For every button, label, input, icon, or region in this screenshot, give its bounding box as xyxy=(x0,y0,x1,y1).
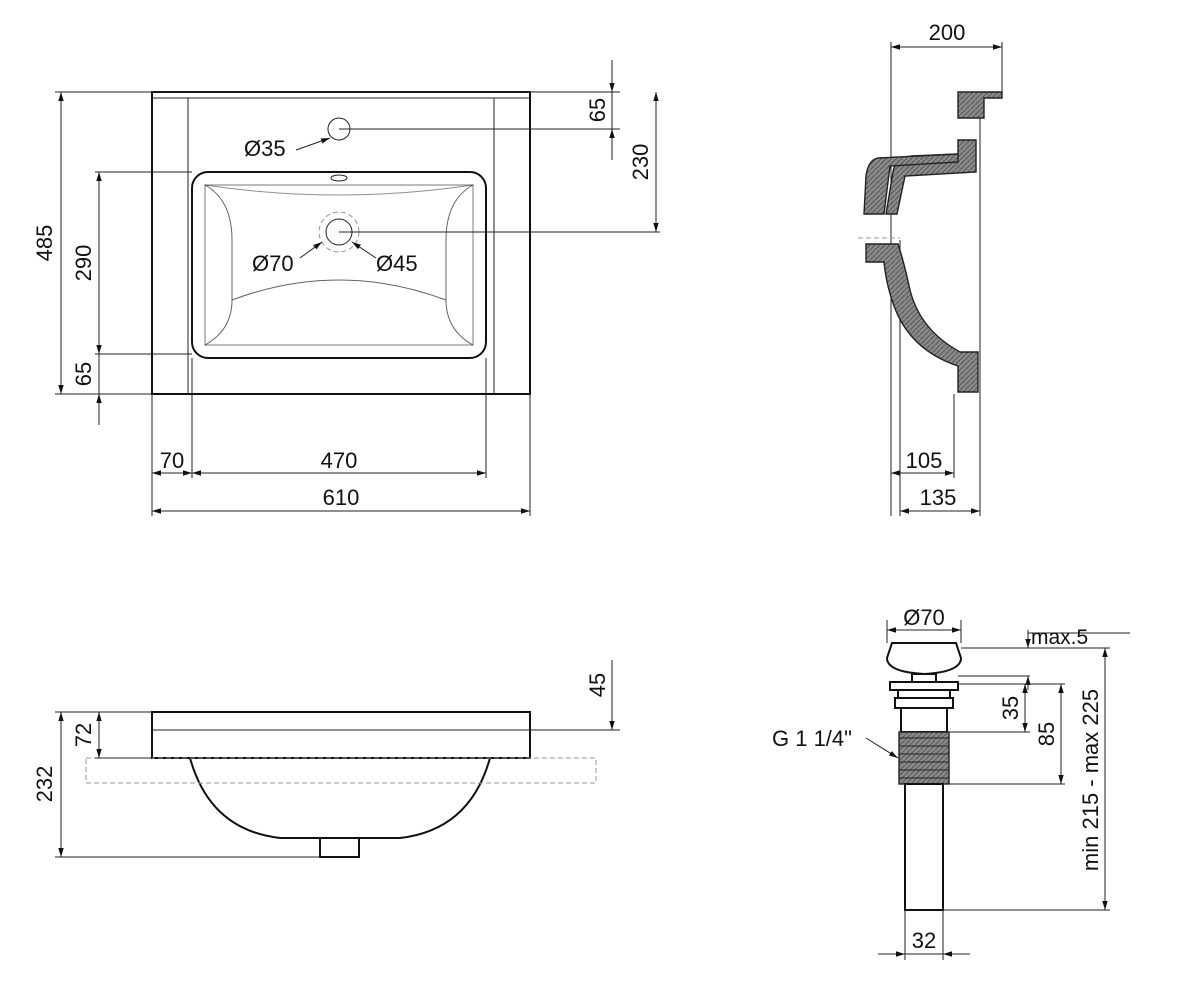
dim-tap-to-drain: 230 xyxy=(628,144,653,181)
dim-overall-depth: 485 xyxy=(32,225,57,262)
dim-back-rim: 65 xyxy=(585,98,610,122)
dim-overall-height: 232 xyxy=(32,766,57,803)
bowl-outline xyxy=(191,171,487,359)
dim-total-len: min 215 - max 225 xyxy=(1078,689,1103,871)
dim-bottom-inner: 105 xyxy=(906,448,943,473)
drain-tailpipe xyxy=(904,783,944,911)
label-drain-outer: Ø70 xyxy=(252,251,294,276)
bowl-section xyxy=(865,243,979,393)
top-view: 230 65 485 290 65 70 470 610 xyxy=(32,60,660,516)
dim-bottom-outer: 135 xyxy=(920,485,957,510)
dim-rim-height: 72 xyxy=(71,723,96,747)
side-section-view: 200 105 135 xyxy=(858,20,1003,516)
front-drain-stub xyxy=(319,838,360,858)
dim-pipe-dia: 32 xyxy=(912,928,936,953)
dim-top-offset: 45 xyxy=(585,673,610,697)
dim-thread-len: 35 xyxy=(998,696,1023,720)
drain-thread xyxy=(898,731,950,785)
overflow-section xyxy=(863,153,959,215)
label-max-lift: max.5 xyxy=(1031,626,1088,649)
rim-section xyxy=(885,139,977,215)
cabinet-outline xyxy=(85,757,597,784)
front-rim xyxy=(151,711,531,759)
overflow-slot xyxy=(330,174,348,182)
label-tap-hole: Ø35 xyxy=(244,136,286,161)
dim-top-depth: 200 xyxy=(929,20,966,45)
dim-bowl-width: 470 xyxy=(321,448,358,473)
front-bowl xyxy=(189,757,491,839)
label-cap-diameter: Ø70 xyxy=(903,605,945,630)
drain-cap xyxy=(885,642,963,676)
dim-front-rim: 65 xyxy=(71,362,96,386)
dim-bowl-depth: 290 xyxy=(71,245,96,282)
back-wall-section xyxy=(957,91,1003,119)
label-drain-inner: Ø45 xyxy=(376,251,418,276)
label-thread: G 1 1/4" xyxy=(772,726,852,751)
drain-fitting-view: Ø70 max.5 35 85 min 215 - max 225 32 G 1… xyxy=(772,605,1130,960)
dim-side-rim: 70 xyxy=(160,448,184,473)
dim-body-len: 85 xyxy=(1034,722,1059,746)
drain-flange xyxy=(889,681,959,691)
front-view: 232 72 45 xyxy=(32,660,620,858)
dim-overall-width: 610 xyxy=(323,485,360,510)
